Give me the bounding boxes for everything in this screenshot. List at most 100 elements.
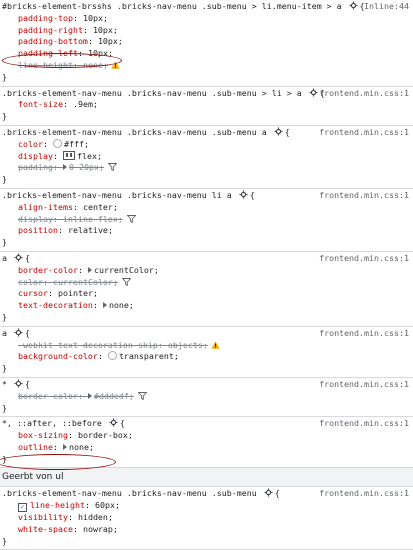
property-value[interactable]: nowrap xyxy=(82,523,113,534)
gear-icon[interactable] xyxy=(237,190,250,200)
declaration-background-color[interactable]: background-color: transparent; xyxy=(18,351,179,362)
property-value[interactable]: hidden xyxy=(77,512,108,523)
property-value[interactable]: 10px xyxy=(87,48,108,59)
declaration-outline[interactable]: outline: none; xyxy=(18,441,94,452)
source-link[interactable]: frontend.min.css:1 xyxy=(319,189,409,200)
property-name[interactable]: -webkit-text-decoration-skip xyxy=(18,339,158,350)
property-value[interactable]: objects xyxy=(167,339,203,350)
property-name[interactable]: outline xyxy=(18,441,53,452)
css-selector[interactable]: *, ::after, ::before xyxy=(2,418,102,429)
property-name[interactable]: white-space xyxy=(18,523,73,534)
declaration-display[interactable]: display: inline-flex; xyxy=(0,214,413,226)
property-name[interactable]: align-items xyxy=(18,201,73,212)
filter-icon[interactable] xyxy=(121,277,132,290)
css-selector[interactable]: a xyxy=(2,252,7,263)
property-name[interactable]: position xyxy=(18,225,58,236)
property-name[interactable]: border-color xyxy=(18,390,78,401)
property-value[interactable]: none xyxy=(108,300,129,311)
filter-icon[interactable] xyxy=(107,163,118,175)
declaration-color[interactable]: color: currentColor; xyxy=(0,277,413,289)
color-swatch-icon[interactable] xyxy=(52,138,62,148)
expand-triangle-icon[interactable] xyxy=(62,443,67,450)
property-name[interactable]: background-color xyxy=(18,351,98,362)
css-selector[interactable]: #bricks-element-brsshs .bricks-nav-menu … xyxy=(2,1,342,11)
property-name[interactable]: padding-top xyxy=(18,12,73,23)
declaration-padding-right[interactable]: padding-right: 10px; xyxy=(18,24,118,35)
source-link[interactable]: frontend.min.css:1 xyxy=(319,252,409,263)
expand-triangle-icon[interactable] xyxy=(87,266,92,273)
source-link[interactable]: frontend.min.css:1 xyxy=(319,87,409,98)
declaration-font-size[interactable]: font-size: .9em; xyxy=(18,99,98,110)
property-name[interactable]: cursor xyxy=(18,288,48,299)
gear-icon[interactable] xyxy=(307,88,320,98)
property-value[interactable]: 60px xyxy=(94,500,115,511)
gear-icon[interactable] xyxy=(272,127,285,137)
declaration-line-height[interactable]: ✓line-height: 60px; xyxy=(0,500,413,513)
filter-icon[interactable] xyxy=(126,214,137,227)
property-name[interactable]: padding-left xyxy=(18,48,78,59)
source-link[interactable]: Inline:44 xyxy=(364,1,409,11)
color-swatch-icon[interactable] xyxy=(107,351,117,361)
property-value[interactable]: relative xyxy=(67,225,108,236)
gear-icon[interactable] xyxy=(12,253,25,263)
source-link[interactable]: frontend.min.css:1 xyxy=(319,126,409,137)
flexbox-editor-icon[interactable] xyxy=(62,150,75,160)
declaration-display[interactable]: display: flex; xyxy=(18,150,102,161)
property-value[interactable]: transparent xyxy=(118,351,174,362)
declaration-padding-bottom[interactable]: padding-bottom: 10px; xyxy=(18,36,123,47)
gear-icon[interactable] xyxy=(262,488,275,498)
property-value[interactable]: .9em xyxy=(72,99,93,110)
property-value[interactable]: 10px xyxy=(97,36,118,47)
css-selector[interactable]: .bricks-element-nav-menu .bricks-nav-men… xyxy=(2,126,267,137)
gear-icon[interactable] xyxy=(12,328,25,338)
property-value[interactable]: 0 20px xyxy=(68,162,99,173)
expand-triangle-icon[interactable] xyxy=(62,164,67,171)
property-name[interactable]: padding-right xyxy=(18,24,83,35)
declaration-align-items[interactable]: align-items: center; xyxy=(18,201,118,212)
property-value[interactable]: 10px xyxy=(82,12,103,23)
expand-triangle-icon[interactable] xyxy=(87,392,92,399)
property-name[interactable]: box-sizing xyxy=(18,430,68,441)
declaration-white-space[interactable]: white-space: nowrap; xyxy=(18,523,118,534)
css-selector[interactable]: * xyxy=(2,378,7,389)
property-name[interactable]: line-height xyxy=(18,59,73,70)
property-name[interactable]: padding-bottom xyxy=(18,36,88,47)
source-link[interactable]: frontend.min.css:1 xyxy=(319,418,409,429)
property-name[interactable]: visibility xyxy=(18,512,68,523)
declaration-border-color[interactable]: border-color: currentColor; xyxy=(18,264,159,275)
property-value[interactable]: currentColor xyxy=(52,276,113,287)
property-name[interactable]: line-height xyxy=(30,500,85,511)
property-value[interactable]: inline-flex xyxy=(62,213,118,224)
filter-icon[interactable] xyxy=(137,391,148,404)
declaration--webkit-text-decoration-skip[interactable]: -webkit-text-decoration-skip: objects; xyxy=(0,340,413,352)
css-selector[interactable]: a xyxy=(2,327,7,338)
declaration-visibility[interactable]: visibility: hidden; xyxy=(18,512,113,523)
property-name[interactable]: color xyxy=(18,276,43,287)
property-name[interactable]: color xyxy=(18,138,43,149)
css-selector[interactable]: .bricks-element-nav-menu .bricks-nav-men… xyxy=(2,87,302,98)
declaration-padding[interactable]: padding: 0 20px; xyxy=(0,162,413,174)
css-selector[interactable]: .bricks-element-nav-menu .bricks-nav-men… xyxy=(2,189,232,200)
property-name[interactable]: border-color xyxy=(18,264,78,275)
property-name[interactable]: display xyxy=(18,213,53,224)
gear-icon[interactable] xyxy=(107,418,120,428)
css-selector[interactable]: .bricks-element-nav-menu .bricks-nav-men… xyxy=(2,488,257,499)
declaration-padding-left[interactable]: padding-left: 10px; xyxy=(18,48,113,59)
checkbox-icon[interactable]: ✓ xyxy=(18,503,27,513)
property-value[interactable]: currentColor xyxy=(93,264,154,275)
property-name[interactable]: text-decoration xyxy=(18,300,93,311)
gear-icon[interactable] xyxy=(347,1,360,11)
declaration-border-color[interactable]: border-color: #dddedf; xyxy=(0,391,413,403)
declaration-line-height[interactable]: line-height: none; xyxy=(0,60,413,72)
source-link[interactable]: frontend.min.css:1 xyxy=(319,378,409,389)
declaration-padding-top[interactable]: padding-top: 10px; xyxy=(18,12,108,23)
property-name[interactable]: padding xyxy=(18,162,53,173)
declaration-position[interactable]: position: relative; xyxy=(18,225,113,236)
declaration-cursor[interactable]: cursor: pointer; xyxy=(18,288,98,299)
property-value[interactable]: #dddedf xyxy=(93,390,129,401)
expand-triangle-icon[interactable] xyxy=(102,302,107,309)
declaration-text-decoration[interactable]: text-decoration: none; xyxy=(18,300,134,311)
property-value[interactable]: #fff xyxy=(63,138,84,149)
property-value[interactable]: pointer xyxy=(57,288,93,299)
property-name[interactable]: display xyxy=(18,150,53,161)
